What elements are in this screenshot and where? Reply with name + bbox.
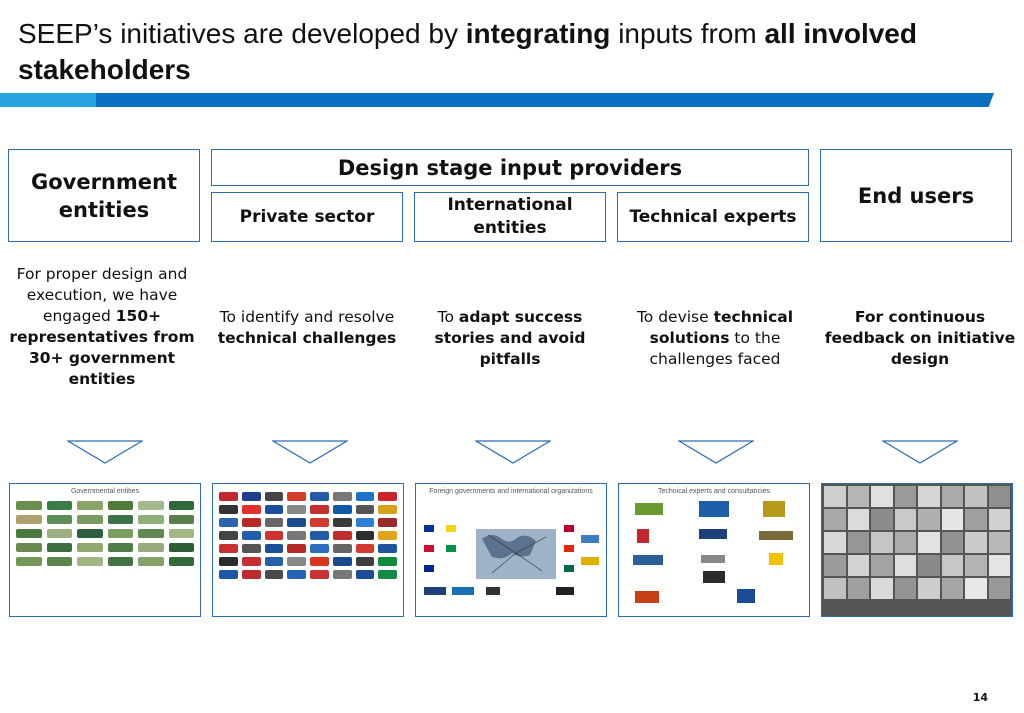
private-sector-box: Private sector <box>211 192 403 242</box>
title-text-2: inputs from <box>610 18 765 49</box>
logo-grid <box>213 484 403 587</box>
technical-panel-title: Technical experts and consultancies <box>657 488 771 495</box>
down-arrow-icon <box>882 440 958 464</box>
title-bold-2: all involved stakeholders <box>18 18 917 85</box>
technical-description: To devise technical solutions to the cha… <box>636 308 794 368</box>
end-users-photos-image <box>821 483 1013 617</box>
page-number: 14 <box>972 691 988 704</box>
design-stage-box: Design stage input providers <box>211 149 809 186</box>
technical-experts-box: Technical experts <box>617 192 809 242</box>
consultancy-logos-icon <box>633 501 793 603</box>
private-sector-description: To identify and resolve technical challe… <box>217 308 397 347</box>
down-arrow-icon <box>678 440 754 464</box>
photo-grid <box>822 484 1012 601</box>
government-panel-title: Governmental entities <box>70 488 140 495</box>
end-users-box: End users <box>820 149 1012 242</box>
logo-grid <box>10 495 200 572</box>
government-entities-box: Government entities <box>8 149 200 242</box>
header-band-light <box>0 93 100 107</box>
page-title: SEEP’s initiatives are developed by inte… <box>18 16 978 88</box>
government-logos-image: Governmental entities <box>9 483 201 617</box>
international-logos-image: Foreign governments and international or… <box>415 483 607 617</box>
government-description: For proper design and execution, we have… <box>9 265 195 388</box>
international-description: To adapt success stories and avoid pitfa… <box>434 308 586 368</box>
down-arrow-icon <box>67 440 143 464</box>
down-arrow-icon <box>475 440 551 464</box>
title-text-1: SEEP’s initiatives are developed by <box>18 18 466 49</box>
title-bold-1: integrating <box>465 18 611 49</box>
down-arrow-icon <box>272 440 348 464</box>
technical-experts-logos-image: Technical experts and consultancies <box>618 483 810 617</box>
international-panel-title: Foreign governments and international or… <box>429 488 593 495</box>
international-entities-box: International entities <box>414 192 606 242</box>
private-sector-logos-image <box>212 483 404 617</box>
header-band-dark <box>96 93 994 107</box>
end-users-description: For continuous feedback on initiative de… <box>824 308 1016 368</box>
world-map-icon <box>424 525 599 595</box>
